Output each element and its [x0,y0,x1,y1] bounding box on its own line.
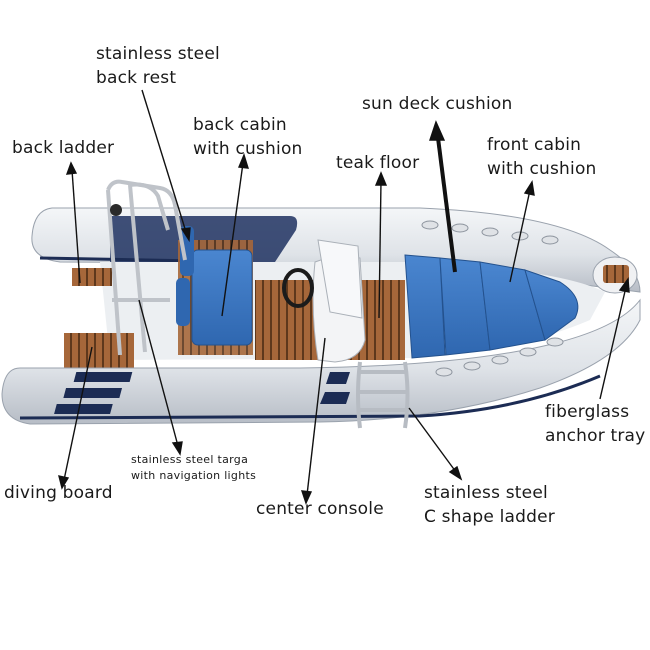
label-center-console: center console [256,497,384,521]
label-line: back ladder [12,138,115,158]
label-back-cabin: back cabin with cushion [193,113,303,161]
label-line: teak floor [336,153,420,173]
label-line: stainless steel [424,483,548,503]
sun-deck-cushion [404,254,579,359]
label-stainless-targa: stainless steel targa with navigation li… [131,452,256,484]
label-line: C shape ladder [424,507,555,527]
front-tube [1,220,641,425]
stainless-targa [106,179,187,356]
label-line: with cushion [193,139,303,159]
label-front-cabin: front cabin with cushion [487,133,597,181]
label-stainless-back-rest: stainless steel back rest [96,42,220,90]
label-line: front cabin [487,135,582,155]
diving-board [64,333,134,368]
label-teak-floor: teak floor [336,151,419,175]
c-shape-ladder [356,361,410,429]
label-line: back cabin [193,115,287,135]
label-line: center console [256,499,384,519]
label-c-shape-ladder: stainless steel C shape ladder [424,481,555,529]
label-line: with cushion [487,159,597,179]
label-line: fiberglass [545,402,630,422]
back-cabin-cushion [176,226,253,346]
label-line: stainless steel targa [131,453,249,466]
label-line: diving board [4,483,113,503]
label-line: back rest [96,68,177,88]
anchor-tray [592,256,638,294]
label-sun-deck-cushion: sun deck cushion [362,92,513,116]
annotation-arrows [58,89,630,505]
label-line: stainless steel [96,44,220,64]
label-line: anchor tray [545,426,646,446]
label-fiberglass-anchor-tray: fiberglass anchor tray [545,400,645,448]
label-line: with navigation lights [131,469,257,482]
center-console [282,239,366,363]
label-back-ladder: back ladder [12,136,114,160]
label-diving-board: diving board [4,481,113,505]
label-line: sun deck cushion [362,94,513,114]
navigation-light [110,204,122,216]
